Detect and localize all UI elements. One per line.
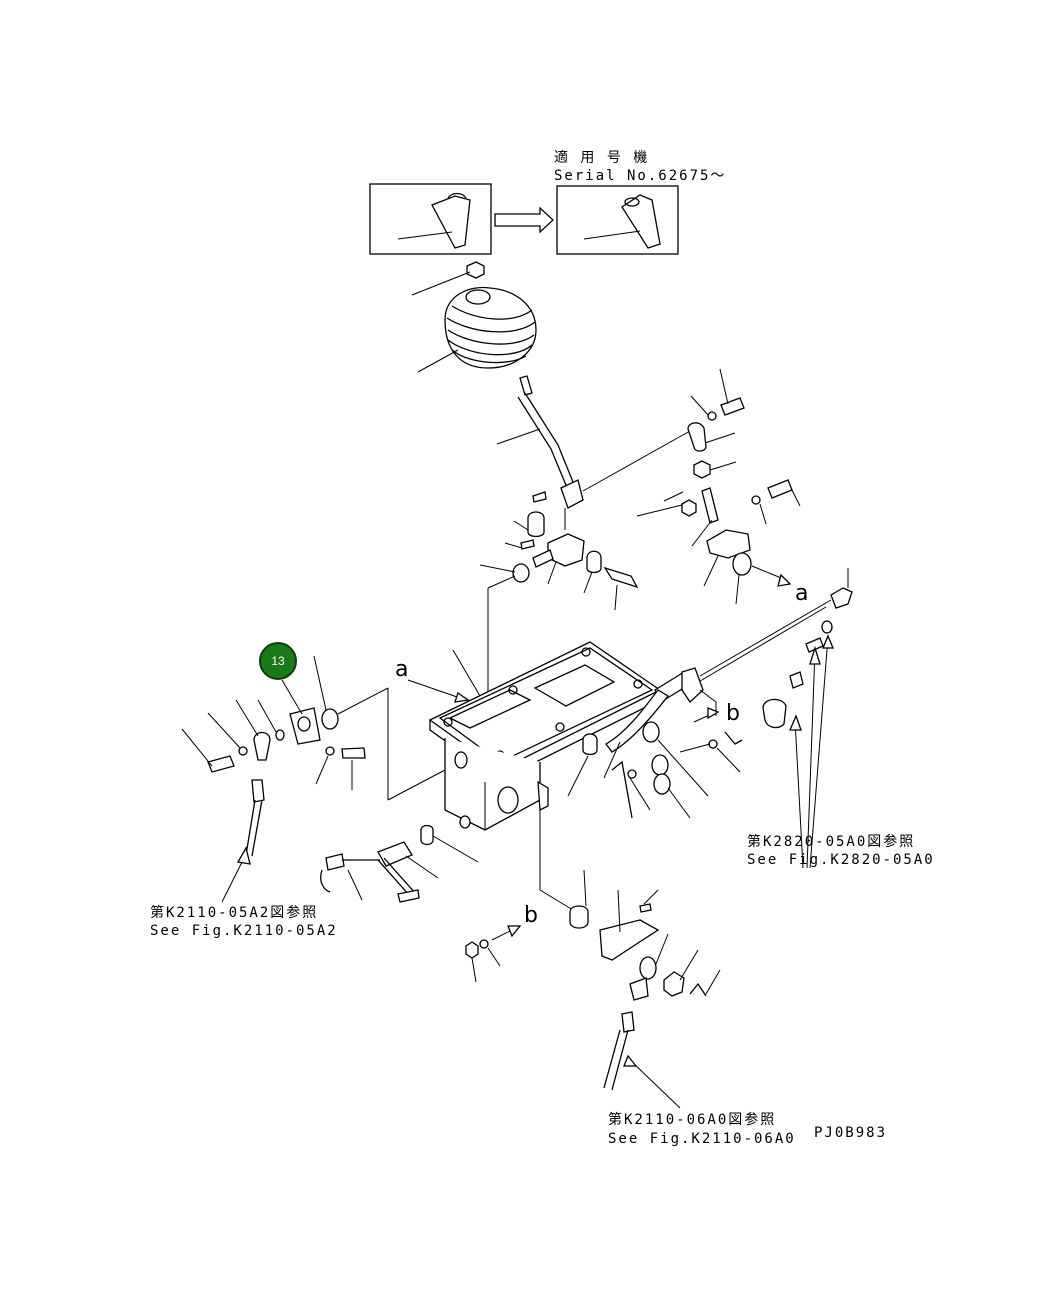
- pivot-parts: [479, 491, 639, 756]
- ref-k2110-06a0-en: See Fig.K2110-06A0: [608, 1131, 796, 1147]
- shift-lever-boot: [417, 286, 537, 373]
- shift-lever: [496, 375, 691, 530]
- callout-b-right: b: [726, 701, 740, 726]
- knob-old-variant-box: [369, 183, 492, 255]
- drawing-code: PJ0B983: [814, 1125, 887, 1141]
- bottom-cable: [603, 1011, 681, 1109]
- ref-k2820-en: See Fig.K2820-05A0: [747, 852, 935, 868]
- callout-13-badge[interactable]: 13: [259, 642, 297, 680]
- arrow-right-icon: [494, 206, 554, 234]
- callout-a-upper: a: [795, 581, 808, 606]
- knob-nut: [411, 261, 485, 296]
- applicable-serial-en: Serial No.62675～: [554, 168, 726, 184]
- right-hardware: [567, 721, 743, 819]
- upper-right-linkage: [636, 368, 801, 605]
- callout-13-label: 13: [271, 654, 285, 668]
- ref-k2110-05a2-en: See Fig.K2110-05A2: [150, 923, 338, 939]
- ref-k2110-06a0-jp: 第K2110-06A0図参照: [608, 1111, 776, 1128]
- callout-a-lower: a: [395, 657, 408, 682]
- shift-tube: [603, 667, 720, 779]
- left-linkage: [181, 655, 366, 903]
- callout-b-lower: b: [524, 903, 538, 928]
- applicable-serial-jp: 適 用 号 機: [554, 149, 649, 166]
- knob-new-variant-box: [556, 185, 679, 255]
- ref-k2820-jp: 第K2820-05A0図参照: [747, 833, 915, 850]
- ref-k2110-05a2-jp: 第K2110-05A2図参照: [150, 904, 318, 921]
- right-cable: [694, 568, 853, 869]
- lower-left-crank: [320, 824, 479, 903]
- lower-center-hardware: [465, 869, 721, 1001]
